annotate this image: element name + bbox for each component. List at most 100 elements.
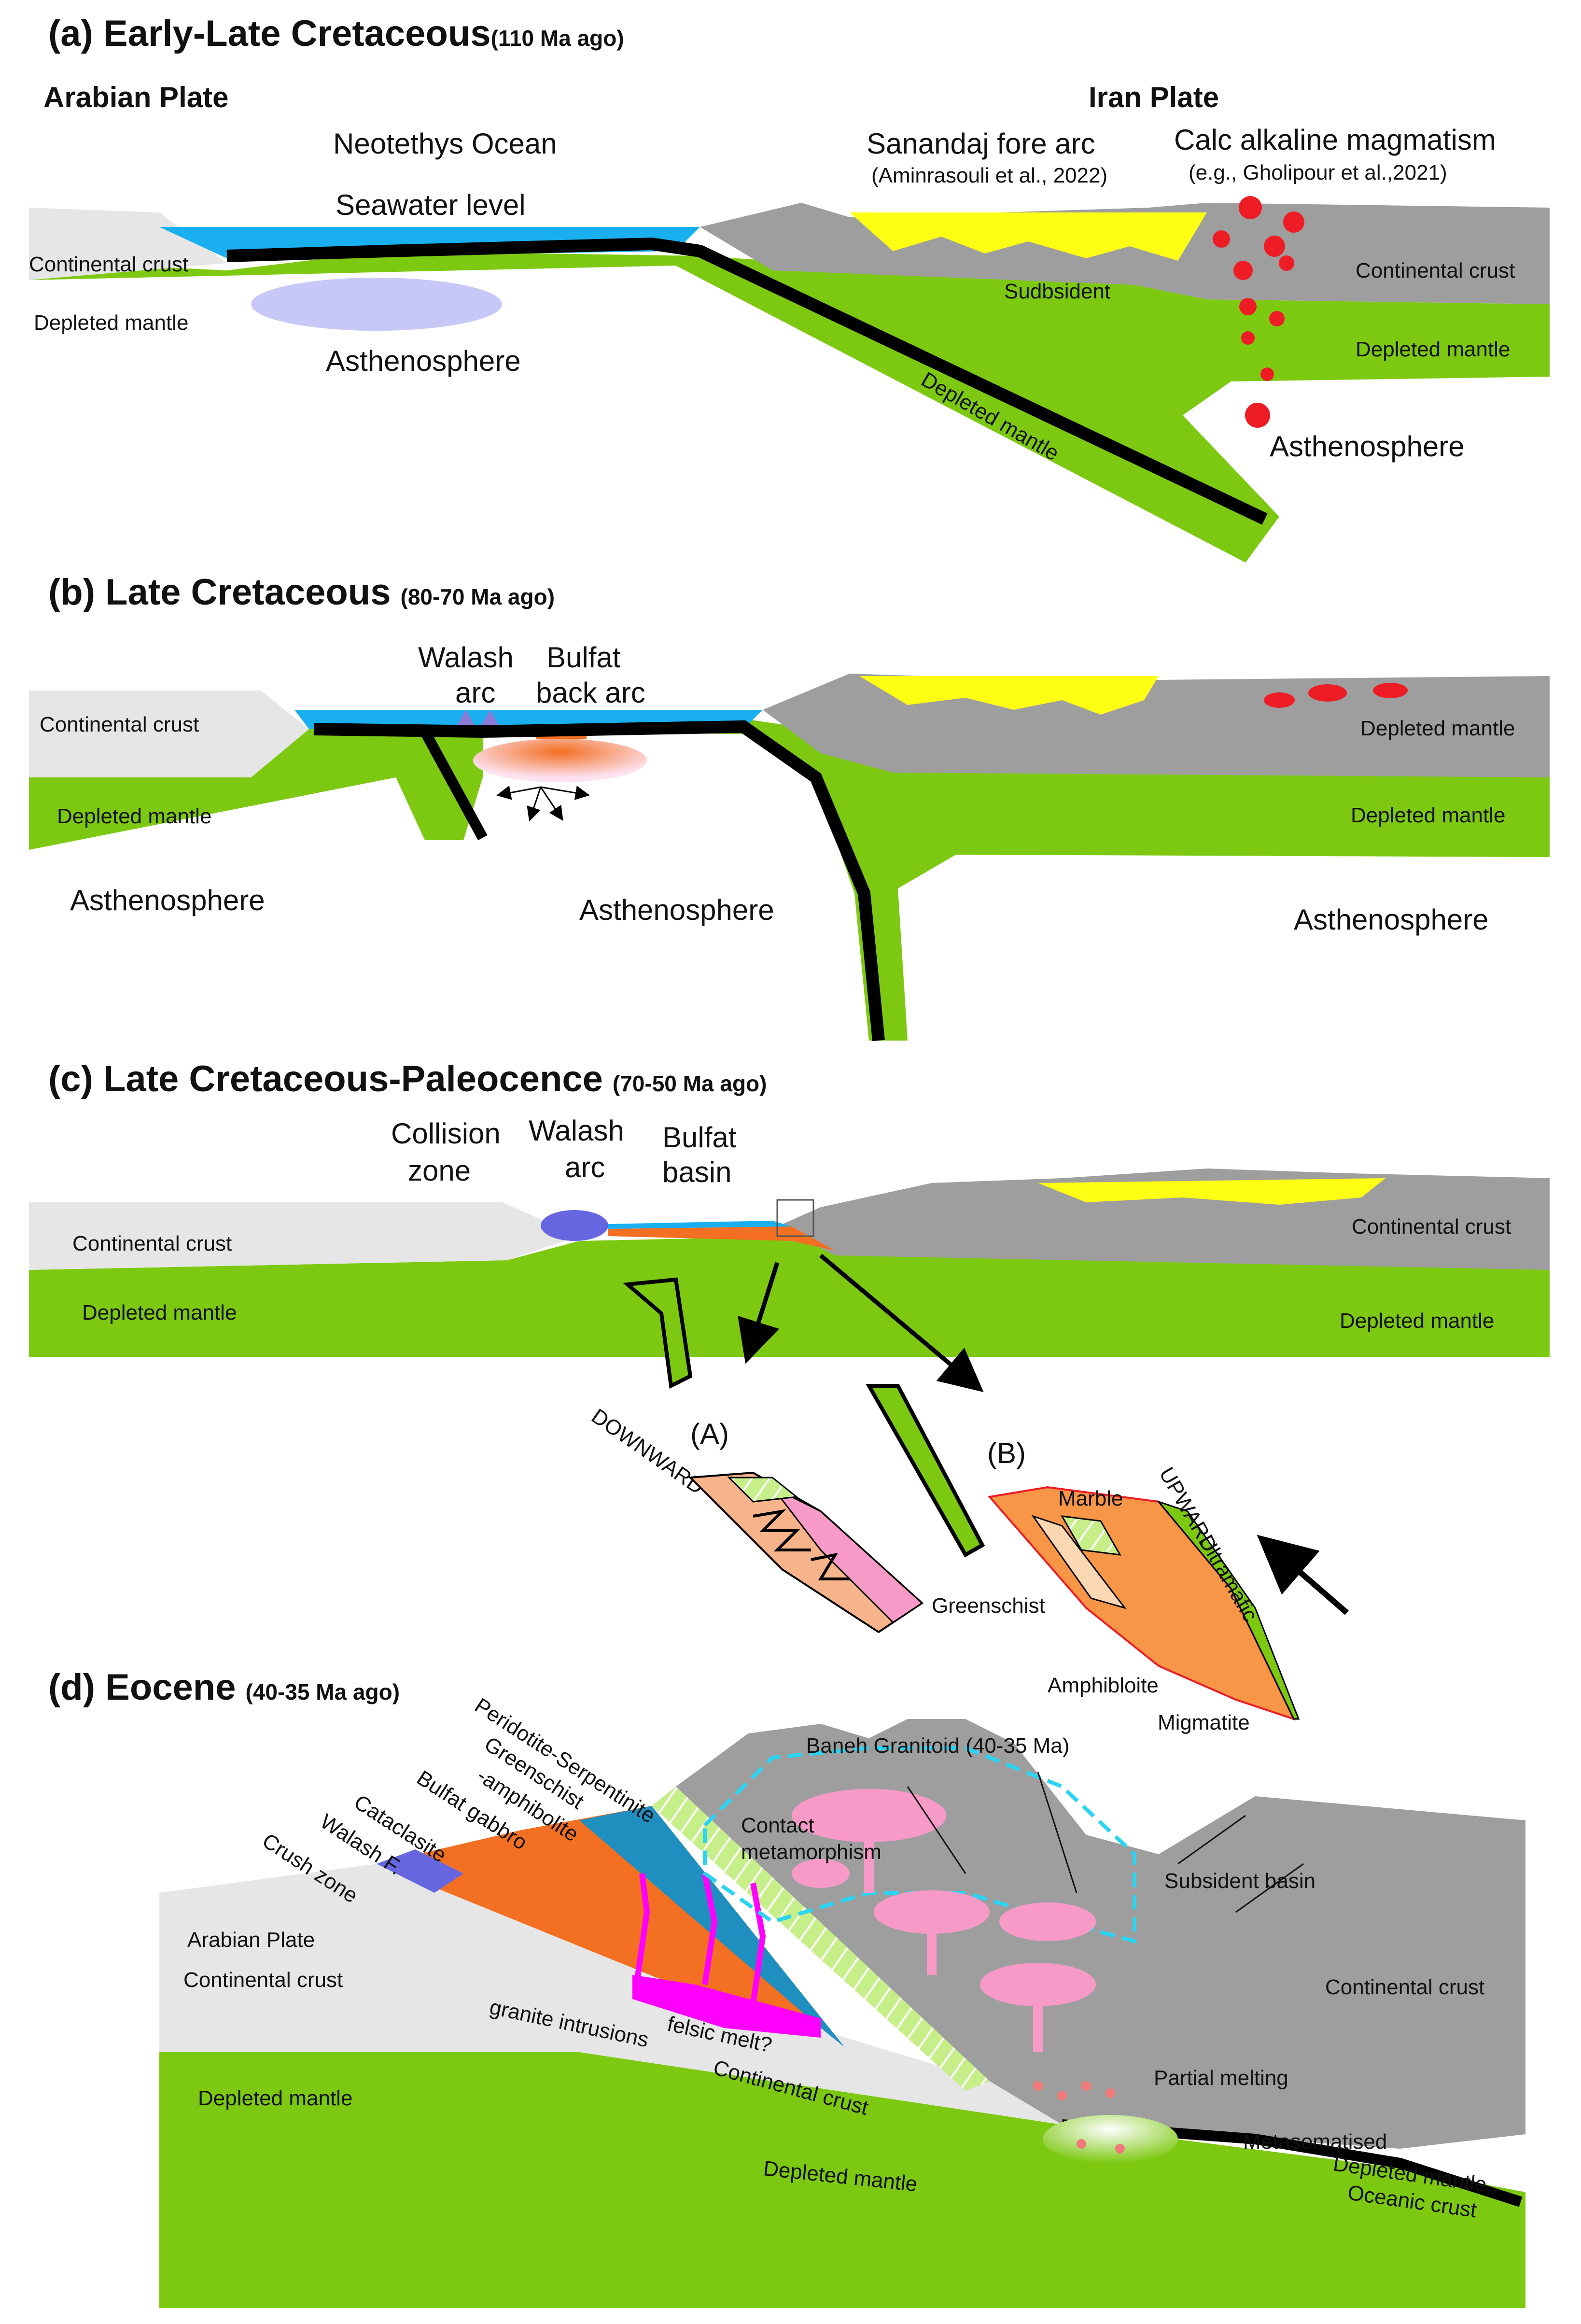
asthenosphere-left-label: Asthenosphere xyxy=(326,345,521,377)
granite-intrusions xyxy=(634,1873,766,2004)
mantle-left-label-b: Depleted mantle xyxy=(57,804,211,828)
bulfat-basin-crust xyxy=(608,1226,835,1251)
sanandaj-fore-arc-label: Sanandaj fore arc xyxy=(867,127,1095,160)
walash-arc-volcano xyxy=(456,710,500,727)
mantle-right-label-c: Depleted mantle xyxy=(1340,1309,1494,1333)
partial-melting-label: Partial melting xyxy=(1154,2066,1288,2090)
greenschist-label: Greenschist xyxy=(932,1594,1045,1618)
back-arc-sediment-b xyxy=(859,676,1159,715)
contact-metamorphism-label-2: metamorphism xyxy=(741,1840,881,1864)
crust-left-label-b: Continental crust xyxy=(40,713,199,736)
ophiolite-hatched-zone xyxy=(652,1787,990,2091)
ocean-c xyxy=(608,1221,792,1229)
crust-right-label: Continental crust xyxy=(1356,259,1515,282)
panel-c: (c) Late Cretaceous-Paleocence(70-50 Ma … xyxy=(29,1058,1550,1734)
panel-b-title: (b) Late Cretaceous(80-70 Ma ago) xyxy=(48,572,555,613)
inset-b-light-layer xyxy=(1031,1515,1127,1609)
calc-alkaline-label: Calc alkaline magmatism xyxy=(1174,124,1496,156)
arrow-to-inset-b xyxy=(819,1254,984,1393)
panel-b: (b) Late Cretaceous(80-70 Ma ago) Walash… xyxy=(29,572,1550,1042)
continental-crust-left-b xyxy=(29,690,309,777)
inset-b-green-layer xyxy=(1156,1500,1300,1720)
contact-metamorphism-label-1: Contact xyxy=(741,1814,814,1837)
subsident-basin-label: Subsident basin xyxy=(1164,1869,1315,1893)
arrow-to-inset-a xyxy=(738,1262,780,1364)
continental-crust-left-c xyxy=(29,1202,579,1270)
continental-crust-right-b xyxy=(763,674,1550,777)
crust-right-label-d: Continental crust xyxy=(1325,1975,1484,1999)
mantle-right-upper-label-b: Depleted mantle xyxy=(1360,717,1515,740)
bulfat-back-arc-label-2: back arc xyxy=(536,676,645,709)
slab-c-left xyxy=(623,1277,693,1389)
magma-blobs xyxy=(1213,196,1304,428)
inset-a-label: (A) xyxy=(690,1418,729,1450)
subsident-label: Sudbsident xyxy=(1004,280,1110,303)
back-arc-upwelling xyxy=(473,739,647,782)
migmatite-label: Migmatite xyxy=(1158,1711,1250,1734)
sediment-c xyxy=(1038,1178,1385,1205)
bulfat-basin-label-1: Bulfat xyxy=(662,1121,737,1154)
panel-d-title: (d) Eocene(40-35 Ma ago) xyxy=(48,1667,400,1708)
upward-arrow xyxy=(1257,1535,1349,1615)
inset-locator-box xyxy=(776,1199,814,1237)
walash-arc-label-c2: arc xyxy=(565,1151,605,1183)
bulfat-basin-label-2: basin xyxy=(662,1156,731,1188)
upwelling-arrows xyxy=(496,785,590,822)
asthenosphere-left-label-b: Asthenosphere xyxy=(70,884,265,916)
slab-b-main xyxy=(313,720,885,1042)
arabian-plate-label: Arabian Plate xyxy=(43,81,228,113)
inset-a-pink-zone xyxy=(771,1486,923,1623)
walash-nappe xyxy=(377,1849,463,1893)
mantle-left-label-d: Depleted mantle xyxy=(198,2086,352,2110)
seawater-level-label: Seawater level xyxy=(336,189,526,221)
walash-arc-c xyxy=(541,1210,608,1241)
asthenosphere-right-label-b: Asthenosphere xyxy=(1294,903,1489,936)
panel-d: (d) Eocene(40-35 Ma ago) Peridotite- xyxy=(48,1667,1525,2308)
inset-b-marble-hatch xyxy=(1061,1515,1121,1556)
amphibolite-label: Amphibloite xyxy=(1048,1674,1159,1697)
neotethys-ocean-label: Neotethys Ocean xyxy=(333,127,557,160)
crust-left-label-c: Continental crust xyxy=(72,1232,232,1255)
panel-a-title: (a) Early-Late Cretaceous(110 Ma ago) xyxy=(48,13,624,54)
walash-arc-label-2: arc xyxy=(455,676,495,709)
bulfat-back-arc-label-1: Bulfat xyxy=(546,641,621,674)
mantle-right-label: Depleted mantle xyxy=(1356,338,1510,361)
mantle-layer xyxy=(29,251,1550,563)
collision-zone-label-2: zone xyxy=(408,1155,471,1187)
felsic-melt xyxy=(632,1975,821,2038)
marble-label: Marble xyxy=(1058,1487,1123,1510)
mantle-right-lower-label-b: Depleted mantle xyxy=(1351,803,1505,827)
panel-c-title: (c) Late Cretaceous-Paleocence(70-50 Ma … xyxy=(48,1058,767,1099)
forearc-sediment xyxy=(850,212,1207,261)
iran-plate-label: Iran Plate xyxy=(1089,81,1219,113)
partial-melting-drops xyxy=(1033,2081,1125,2154)
magma-pods-b xyxy=(1264,683,1408,708)
mantle-layer-c xyxy=(29,1236,1550,1357)
asthenosphere-mid-label-b: Asthenosphere xyxy=(579,894,774,926)
slab-top-crust xyxy=(386,240,652,254)
bulfat-nappe xyxy=(377,1806,821,2028)
mantle-left-label: Depleted mantle xyxy=(34,311,188,335)
mantle-layer-b xyxy=(29,719,1550,1041)
mantle-left-label-c: Depleted mantle xyxy=(82,1301,237,1324)
calc-alkaline-reference: (e.g., Gholipour et al.,2021) xyxy=(1189,161,1447,184)
panel-a: (a) Early-Late Cretaceous(110 Ma ago) Ar… xyxy=(29,13,1550,563)
sanandaj-reference: (Aminrasouli et al., 2022) xyxy=(871,164,1107,187)
walash-arc-label-1: Walash xyxy=(418,641,514,674)
asthenosphere-right-label: Asthenosphere xyxy=(1270,430,1465,463)
mantle-layer-d xyxy=(159,2052,1525,2308)
continental-crust-left-d xyxy=(159,1864,1062,2125)
metasomatised-zone xyxy=(1043,2115,1178,2163)
slab-b-walash xyxy=(420,729,488,841)
asthenosphere-upwelling xyxy=(251,278,502,331)
continental-crust-left xyxy=(29,208,227,280)
metasomatised-label: Metasomatised xyxy=(1243,2130,1387,2154)
crust-left-label: Continental crust xyxy=(29,253,188,276)
baneh-granitoid-label: Baneh Granitoid (40-35 Ma) xyxy=(806,1734,1069,1758)
crust-right-label-c: Continental crust xyxy=(1352,1215,1511,1239)
collision-zone-label-1: Collision xyxy=(391,1117,501,1150)
crustal-faults xyxy=(907,1772,1304,1913)
inset-a-folds xyxy=(753,1509,850,1580)
inset-b-label: (B) xyxy=(987,1437,1026,1469)
